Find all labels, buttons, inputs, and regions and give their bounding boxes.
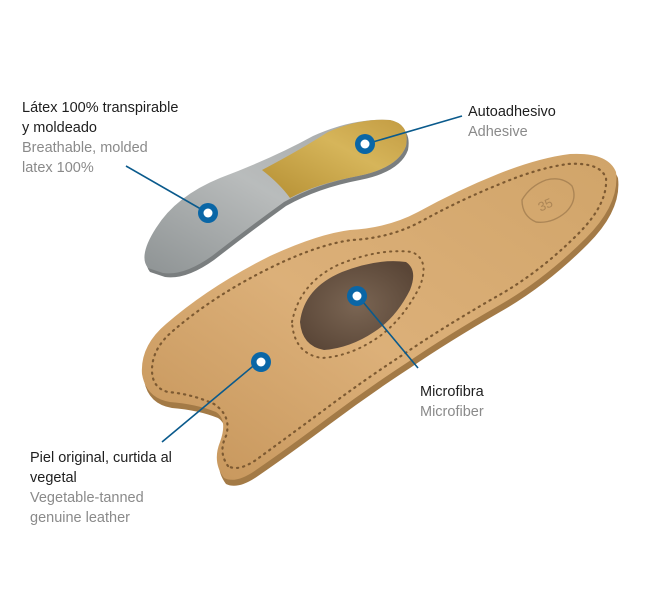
callout-microfiber: Microfibra Microfiber (420, 382, 484, 422)
marker-latex (198, 203, 218, 223)
callout-latex: Látex 100% transpirable y moldeado Breat… (22, 98, 178, 178)
leather-label-es: Piel original, curtida al vegetal (30, 450, 172, 486)
marker-leather (251, 352, 271, 372)
size-logo: 35 (521, 178, 575, 223)
leather-label-en: Vegetable-tanned genuine leather (30, 490, 144, 526)
size-mark: 35 (536, 195, 555, 215)
marker-adhesive (355, 134, 375, 154)
callout-lines (125, 115, 463, 443)
adhesive-label-en: Adhesive (468, 124, 528, 140)
microfiber-label-es: Microfibra (420, 384, 484, 400)
callout-leather: Piel original, curtida al vegetal Vegeta… (30, 448, 172, 528)
marker-microfiber (347, 286, 367, 306)
callout-adhesive: Autoadhesivo Adhesive (468, 102, 556, 142)
latex-label-en: Breathable, molded latex 100% (22, 140, 148, 176)
adhesive-label-es: Autoadhesivo (468, 104, 556, 120)
microfiber-label-en: Microfiber (420, 404, 484, 420)
latex-label-es: Látex 100% transpirable y moldeado (22, 100, 179, 136)
